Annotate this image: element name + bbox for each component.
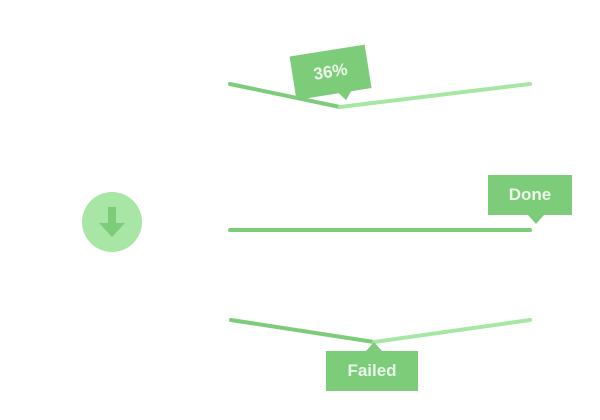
done-status-label: Done bbox=[488, 175, 572, 224]
progress-remaining-segment bbox=[372, 318, 532, 344]
arrow-down-icon bbox=[99, 207, 125, 237]
progress-filled-segment bbox=[229, 318, 376, 344]
progress-filled-segment bbox=[228, 82, 342, 109]
failed-status-label: Failed bbox=[326, 342, 418, 391]
download-button[interactable] bbox=[82, 192, 142, 252]
progress-remaining-segment bbox=[338, 82, 532, 109]
